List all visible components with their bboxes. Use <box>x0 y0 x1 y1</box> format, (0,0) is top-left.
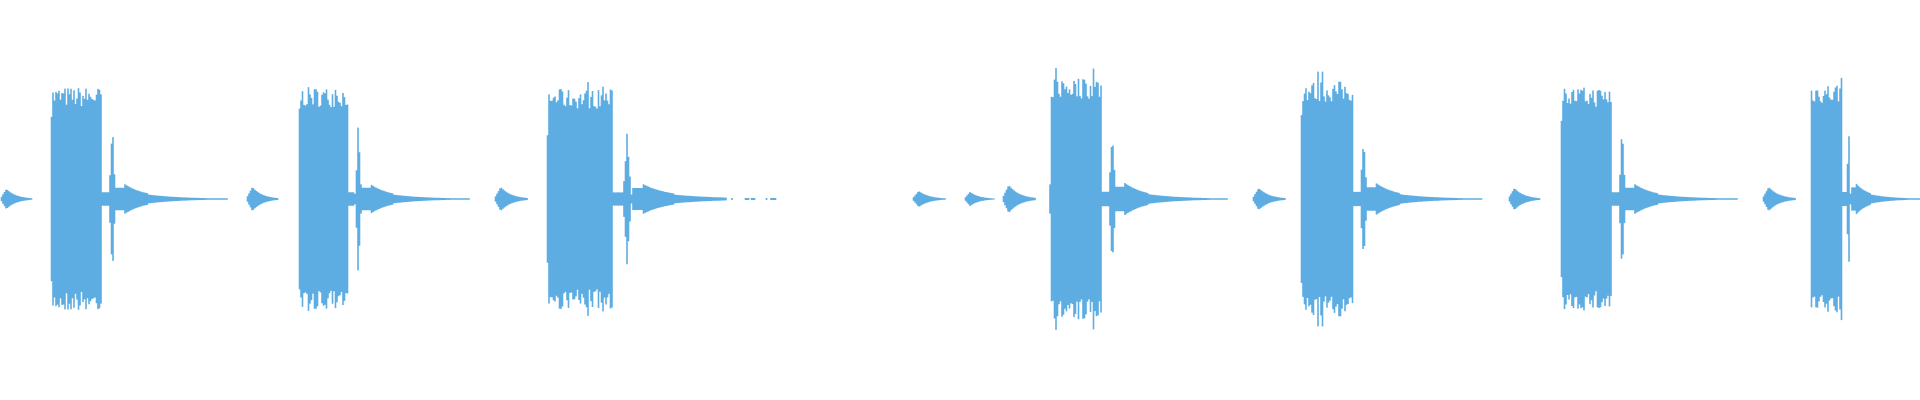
waveform-burst <box>1560 87 1738 311</box>
waveform-shape <box>494 187 528 211</box>
waveform-shape <box>1300 71 1483 327</box>
waveform-shape <box>1560 87 1738 311</box>
waveform-shape <box>50 88 228 310</box>
waveform-shape <box>1049 68 1228 330</box>
waveform-shape <box>246 187 279 211</box>
waveform-burst <box>1300 71 1483 327</box>
waveform-shape <box>0 189 33 209</box>
waveform-blip <box>0 189 33 209</box>
waveform-blip <box>1002 185 1036 213</box>
waveform-burst <box>546 82 777 316</box>
waveform-burst <box>298 87 470 311</box>
waveform-blip <box>494 187 528 211</box>
waveform-blip <box>912 191 946 207</box>
waveform-shape <box>1002 185 1036 213</box>
waveform-burst <box>1810 77 1920 321</box>
waveform-shape <box>298 87 470 311</box>
waveform-blip <box>1252 188 1286 210</box>
waveform-shape <box>1762 187 1796 211</box>
waveform-blip <box>964 192 995 206</box>
waveform-blip <box>1762 187 1796 211</box>
waveform-blip <box>1508 188 1541 210</box>
waveform-blip <box>246 187 279 211</box>
waveform-shape <box>964 192 995 206</box>
waveform-shape <box>1508 188 1541 210</box>
waveform-shape <box>1810 77 1920 321</box>
waveform-shape <box>1252 188 1286 210</box>
waveform-shape <box>546 82 777 316</box>
waveform-burst <box>1049 68 1228 330</box>
waveform-shape <box>912 191 946 207</box>
waveform-burst <box>50 88 228 310</box>
